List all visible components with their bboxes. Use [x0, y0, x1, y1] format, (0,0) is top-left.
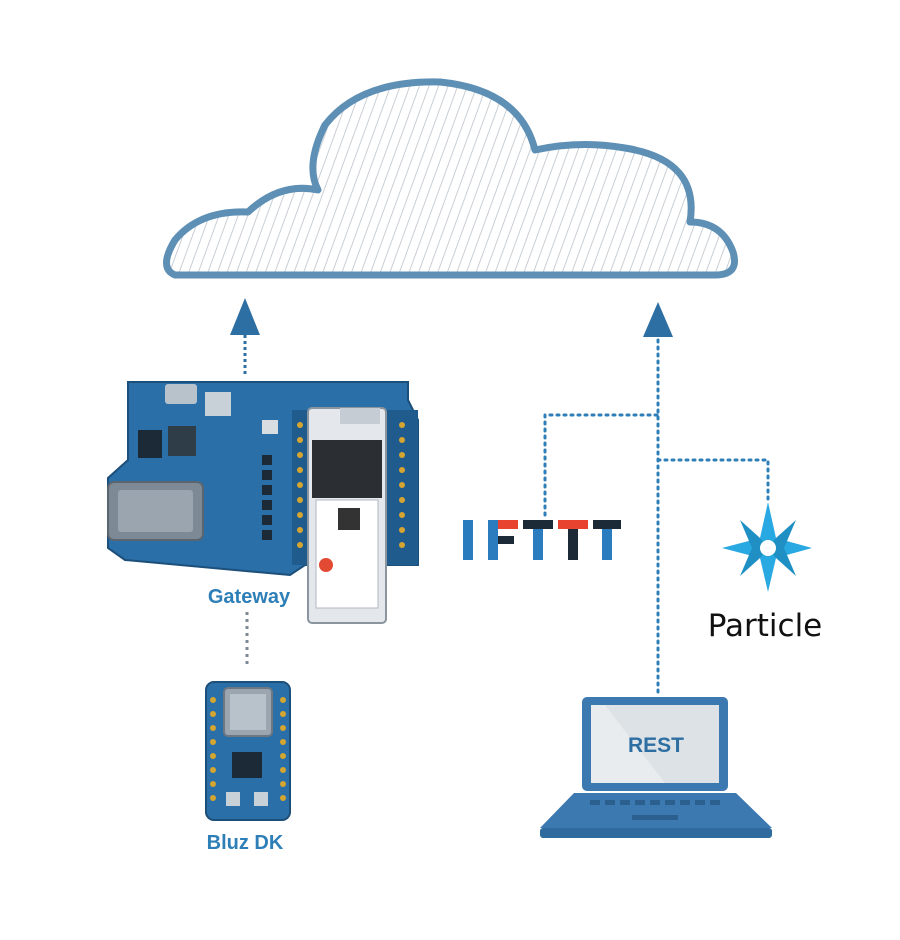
cloud-icon: [163, 78, 738, 279]
up-arrow-icon: [230, 298, 260, 335]
particle-connector: [656, 458, 770, 502]
laptop-icon: [540, 697, 772, 838]
particle-label: Particle: [708, 608, 823, 644]
ifttt-connector: [543, 413, 660, 517]
rest-label: REST: [628, 734, 684, 757]
bluz-dk-label: Bluz DK: [207, 832, 284, 854]
gateway-board-icon: [107, 381, 419, 624]
bluz-dk-board-icon: [205, 681, 291, 821]
particle-star-icon: [722, 502, 812, 592]
ifttt-logo-icon: [463, 520, 621, 560]
up-arrow-icon: [643, 302, 673, 337]
gateway-label: Gateway: [208, 586, 291, 608]
gateway-uplink-arrow: [230, 298, 260, 375]
rest-uplink-arrow: [643, 302, 673, 697]
